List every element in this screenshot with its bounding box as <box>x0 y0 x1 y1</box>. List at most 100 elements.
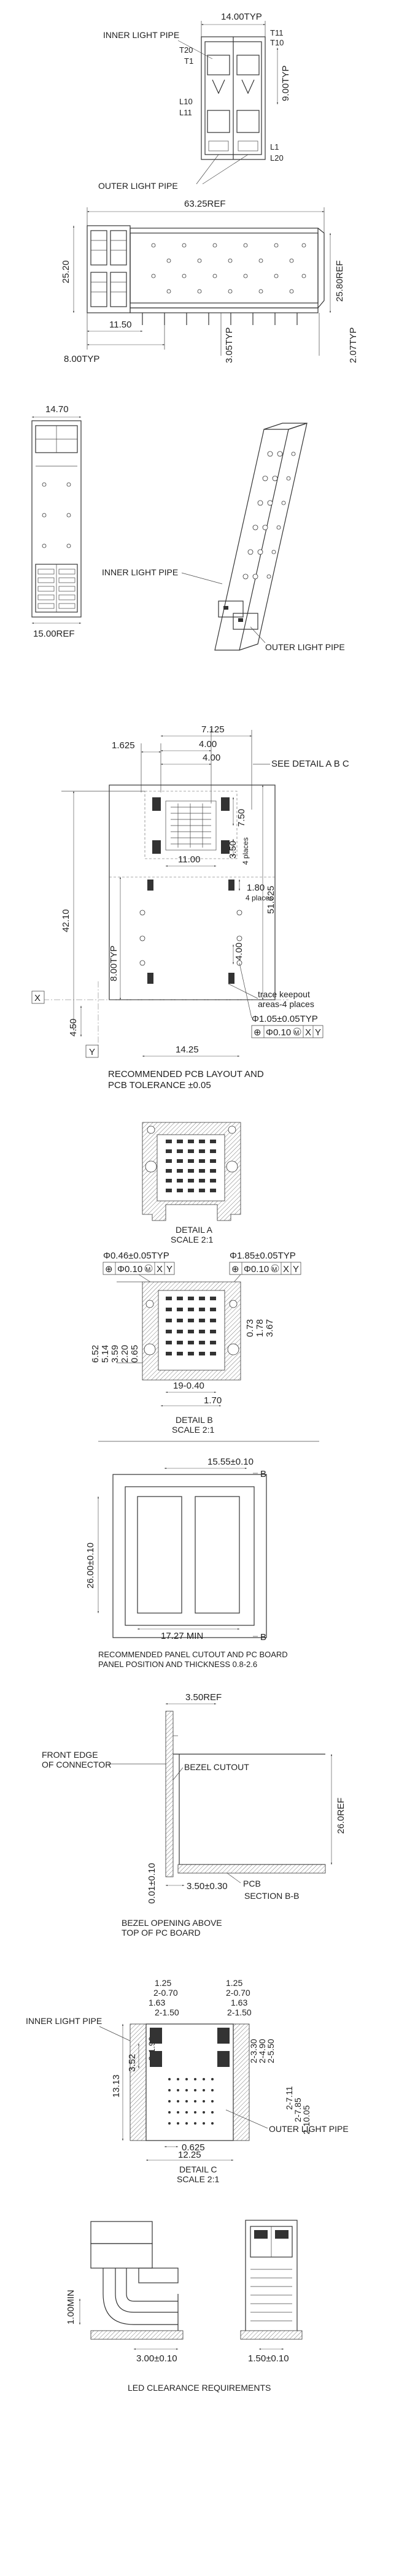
pcb-dim-180: 1.80 <box>247 883 265 893</box>
pcb-dim-1625: 1.625 <box>112 740 135 751</box>
top-led-l20: L20 <box>270 153 284 163</box>
top-led-l11: L11 <box>179 108 192 117</box>
detail-c-outer-pipe-label: OUTER LIGHT PIPE <box>269 2124 349 2134</box>
pcb-datum-x: X <box>34 993 41 1003</box>
detail-a-scale: SCALE 2:1 <box>171 1235 213 1244</box>
side-dim-ref: 63.25REF <box>184 199 226 209</box>
top-dim-width: 14.00TYP <box>221 12 262 22</box>
detail-b-fcf-left-symbol: ⊕ <box>105 1264 113 1275</box>
detail-c-title: DETAIL C <box>179 2164 217 2174</box>
detail-c-sr-5: 2-10.05 <box>301 2105 311 2134</box>
detail-c-tl-1: 2-0.70 <box>153 1988 178 1998</box>
detail-b-title: DETAIL B <box>176 1415 213 1425</box>
pcb-dim-800typ: 8.00TYP <box>109 946 119 981</box>
pcb-caption-2: PCB TOLERANCE ±0.05 <box>108 1080 211 1091</box>
detail-b-dim-065: 0.65 <box>130 1345 140 1363</box>
detail-b-dim-367: 3.67 <box>265 1319 275 1337</box>
detail-c-tr-0: 1.25 <box>226 1978 242 1988</box>
pcb-caption-1: RECOMMENDED PCB LAYOUT AND <box>108 1069 264 1079</box>
side-vent-holes <box>151 243 306 294</box>
detail-c-tr-2: 1.63 <box>231 1998 247 2007</box>
detail-c-dim-1313: 13.13 <box>111 2074 122 2098</box>
pcb-fcf-y: Y <box>315 1027 321 1038</box>
panel-cutout: 15.55±0.10 B 26.00±0.10 17.27 MIN B RECO… <box>85 1457 288 1669</box>
pcb-dim-4210: 42.10 <box>61 909 71 932</box>
pcb-fcf-x: X <box>305 1027 311 1038</box>
pcb-dim-350: 3.50 <box>228 841 238 859</box>
detail-c: 1.25 2-0.70 1.63 2-1.50 2-1.90 1.25 2-0.… <box>26 1978 349 2184</box>
side-dim-a: 11.50 <box>109 320 131 330</box>
detail-a: DETAIL A SCALE 2:1 <box>142 1122 241 1244</box>
detail-b-dim-bottom-2: 1.70 <box>204 1395 222 1406</box>
detail-b-scale: SCALE 2:1 <box>172 1425 214 1435</box>
pcb-dim-51625: 51.625 <box>266 886 276 914</box>
iso-outer-pipe-label: OUTER LIGHT PIPE <box>265 642 345 652</box>
detail-b-fcf-right-tol: Φ0.10 <box>244 1264 269 1275</box>
detail-c-dim-352: 3.52 <box>127 2054 138 2072</box>
detail-c-pin-field <box>168 2078 214 2125</box>
pcb-dim-400c: 4.00 <box>234 943 244 960</box>
detail-b-dim-left: Φ0.46±0.05TYP <box>103 1251 169 1261</box>
top-led-l10: L10 <box>179 97 193 106</box>
led-front-rows <box>250 2269 292 2321</box>
pcb-dim-450: 4.50 <box>68 1019 79 1037</box>
detail-c-sr-3: 2-7.11 <box>284 2086 294 2110</box>
pcb-detail-callout: SEE DETAIL A B C <box>271 759 349 769</box>
pcb-dim-400b: 4.00 <box>203 753 220 763</box>
detail-c-tl-2: 1.63 <box>149 1998 165 2007</box>
iso-dim-top: 14.70 <box>45 404 69 415</box>
top-dim-height: 9.00TYP <box>281 66 291 101</box>
section-dim-vert: 0.01±0.10 <box>147 1863 157 1904</box>
section-pcb-label: PCB <box>243 1879 261 1888</box>
side-dim-c: 3.05TYP <box>224 328 234 363</box>
section-title: SECTION B-B <box>244 1891 299 1901</box>
detail-b-dim-514: 5.14 <box>100 1345 110 1363</box>
section-caption-2: TOP OF PC BOARD <box>122 1928 201 1938</box>
detail-b-dim-bottom-1: 19-0.40 <box>173 1381 204 1391</box>
side-view: 63.25REF 25.20 <box>61 199 358 364</box>
detail-c-tr-1: 2-0.70 <box>226 1988 250 1998</box>
detail-b-fcf-left-mod: M <box>145 1267 150 1273</box>
detail-c-sr-1: 2-4.90 <box>257 2039 267 2063</box>
pcb-layout: 1.625 7.125 4.00 4.00 SEE DETAIL A B C 7… <box>31 724 349 1091</box>
detail-c-dim-bottom-1: 0.625 <box>182 2142 205 2153</box>
pcb-dim-750: 7.50 <box>236 809 247 827</box>
detail-b-dim-652: 6.52 <box>90 1345 101 1363</box>
detail-b-fcf-left-y: Y <box>166 1264 172 1275</box>
detail-b-contacts <box>166 1297 216 1355</box>
pcb-places-a: 4 places <box>241 837 250 865</box>
detail-b-dim-220: 2.20 <box>120 1345 130 1363</box>
detail-c-tl-3: 2-1.50 <box>155 2007 179 2017</box>
detail-a-contacts <box>166 1140 216 1192</box>
detail-b-fcf-right: ⊕ Φ0.10 M X Y <box>229 1262 301 1275</box>
top-led-t1: T1 <box>184 56 193 66</box>
pcb-keepout-2: areas-4 places <box>258 999 314 1009</box>
detail-c-dim-bottom-2: 12.25 <box>178 2150 201 2160</box>
pcb-keepout-1: trace keepout <box>258 989 310 999</box>
top-view: 14.00TYP INNER LIGHT PIPE T20 T1 L10 L11… <box>98 12 291 191</box>
panel-dim-top: 15.55±0.10 <box>207 1457 254 1467</box>
top-outer-pipe-label: OUTER LIGHT PIPE <box>98 181 178 191</box>
section-dim-right: 26.0REF <box>336 1798 346 1834</box>
pcb-fcf-tol: Φ0.10 <box>266 1027 291 1038</box>
pcb-fcf-symbol: ⊕ <box>254 1027 261 1038</box>
detail-c-scale: SCALE 2:1 <box>177 2174 219 2184</box>
top-led-t11: T11 <box>270 28 283 37</box>
detail-b-fcf-left-x: X <box>157 1264 163 1275</box>
detail-b-fcf-right-symbol: ⊕ <box>231 1264 239 1275</box>
detail-b-fcf-right-mod: M <box>272 1267 277 1273</box>
top-led-t20: T20 <box>179 45 193 55</box>
iso-inner-pipe-label: INNER LIGHT PIPE <box>102 567 178 577</box>
detail-b-fcf-right-y: Y <box>293 1264 299 1275</box>
iso-contact-grid <box>37 569 76 609</box>
pcb-dim-7125: 7.125 <box>201 724 225 735</box>
iso-dim-bottom: 15.00REF <box>33 629 75 639</box>
detail-b-dim-178: 1.78 <box>255 1319 265 1337</box>
iso-vent-holes <box>242 451 296 580</box>
section-bezel-label: BEZEL CUTOUT <box>184 1762 249 1772</box>
side-dim-b: 8.00TYP <box>64 354 99 364</box>
detail-c-sr-4: 2-7.85 <box>293 2098 303 2122</box>
detail-b-dim-right: Φ1.85±0.05TYP <box>230 1251 296 1261</box>
section-front-label-1: FRONT EDGE <box>42 1750 98 1760</box>
